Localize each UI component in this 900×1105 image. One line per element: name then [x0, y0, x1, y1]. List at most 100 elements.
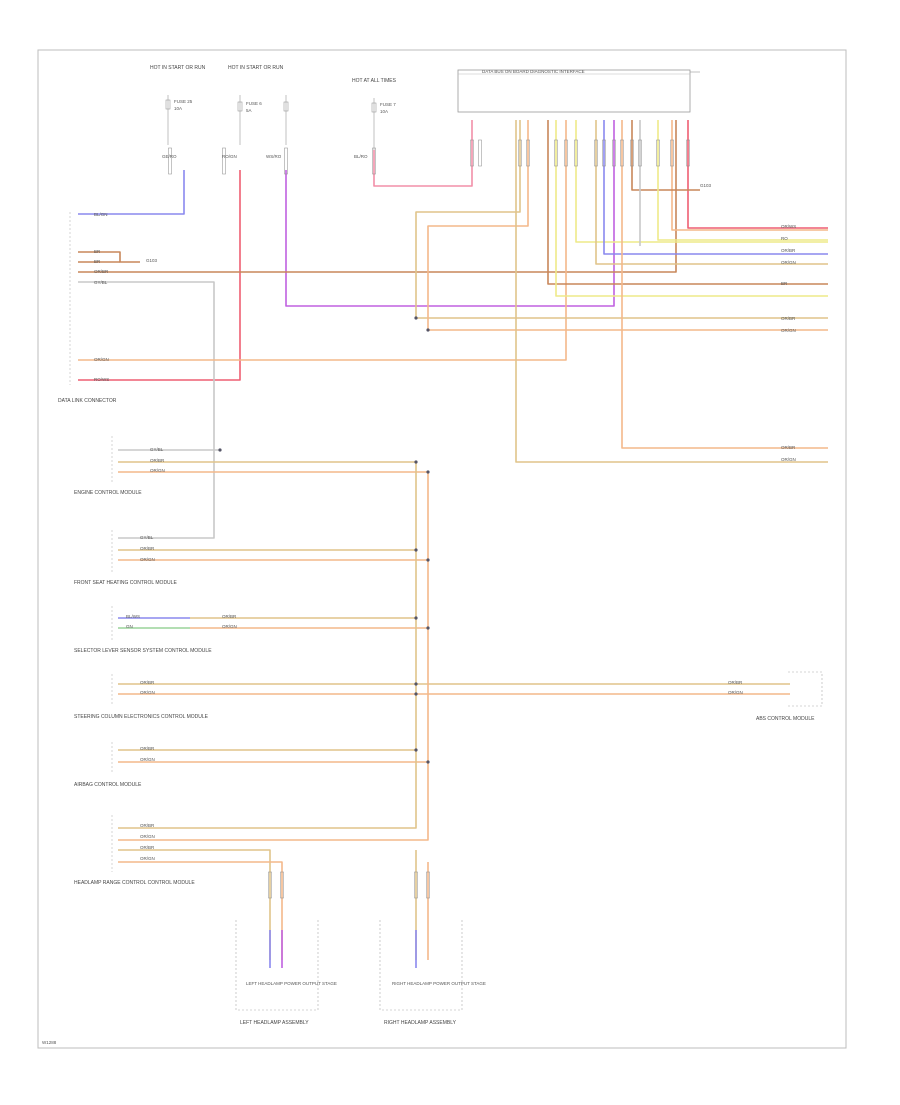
wire-label-gnd-right: G103: [700, 183, 712, 188]
gateway-pin-5: [564, 139, 568, 167]
wire-label-ro-r: RO: [781, 236, 788, 241]
wire-label-or-gn-seat: OR/GN: [140, 557, 155, 562]
right-headlamp-stage-label: RIGHT HEADLAMP POWER OUTPUT STAGE: [392, 981, 486, 986]
junction-dot-12: [218, 448, 222, 452]
wire-labels: BL/GN BR BR OR/BR GY/BL OR/GN RO/WS G103…: [94, 154, 796, 861]
gateway-pin-4: [554, 139, 558, 167]
wire-hl-left-1: [118, 849, 271, 960]
wire-label-or-gn-hl: OR/GN: [140, 834, 155, 839]
gateway-pin-3: [526, 139, 530, 167]
engine-control-module: ENGINE CONTROL MODULE: [74, 436, 142, 496]
fuse-block-2: HOT IN START OR RUN FUSE 6 5A: [228, 65, 289, 145]
wire-or-gn-r3: [515, 120, 828, 463]
fuse-pin-1: [222, 147, 226, 175]
right-hl-pin-0: [414, 871, 418, 899]
fuse-block-1: HOT IN START OR RUN FUSE 25 10A: [150, 65, 206, 145]
junction-dot-6: [414, 616, 418, 620]
wire-label-or-br-ecm: OR/BR: [150, 458, 165, 463]
wire-label-ro-ws: RO/WS: [94, 377, 109, 382]
wire-label-or-ws-r1: OR/WS: [781, 224, 796, 229]
wire-br-r: [547, 120, 828, 285]
wire-gnd-r: [631, 120, 700, 191]
gateway-pin-8: [602, 139, 606, 167]
gateway-pin-6: [574, 139, 578, 167]
wire-label-or-gn-steer: OR/GN: [140, 690, 155, 695]
wire-or-ws-r: [671, 120, 828, 231]
gateway-module: DATA BUS ON BOARD DIAGNOSTIC INTERFACE: [457, 69, 700, 113]
abs-control-module: ABS CONTROL MODULE: [756, 671, 823, 722]
fuse-3-name: FUSE 7: [380, 102, 396, 107]
left-hl-pin-1: [280, 871, 284, 899]
wire-yellow: [575, 120, 828, 243]
gateway-pin-0: [470, 139, 474, 167]
wire-label-br-2: BR: [94, 259, 101, 264]
junction-dot-8: [414, 682, 418, 686]
gateway-pin-10: [620, 139, 624, 167]
wire-blue-r: [603, 120, 828, 255]
left-headlamp-assy-label: LEFT HEADLAMP ASSEMBLY: [240, 1020, 309, 1026]
headlamp-range-label: HEADLAMP RANGE CONTROL CONTROL MODULE: [74, 880, 195, 886]
terminal-markers: [168, 139, 690, 899]
wire-label-or-gn-hl2: OR/GN: [140, 856, 155, 861]
wire-label-or-br-sel: OR/BR: [222, 614, 237, 619]
fuse-2-rating: 5A: [246, 108, 252, 113]
wire-label-or-br-seat: OR/BR: [140, 546, 155, 551]
wire-label-or-br-abs: OR/BR: [728, 680, 743, 685]
abs-module-label: ABS CONTROL MODULE: [756, 716, 815, 722]
gateway-pin-2: [518, 139, 522, 167]
wire-violet: [285, 120, 615, 307]
junction-dot-11: [426, 760, 430, 764]
junction-dot-4: [414, 548, 418, 552]
airbag-control-module: AIRBAG CONTROL MODULE: [74, 742, 142, 788]
selector-lever-label: SELECTOR LEVER SENSOR SYSTEM CONTROL MOD…: [74, 648, 212, 654]
junction-dot-3: [426, 470, 430, 474]
wire-or-br-r3: [621, 120, 828, 449]
wire-label-or-gn-r2: OR/GN: [781, 328, 796, 333]
wire-label-or-br-steer: OR/BR: [140, 680, 155, 685]
wire-label-or-gn-airbag: OR/GN: [140, 757, 155, 762]
wire-label-ro-gn: RO/GN: [222, 154, 237, 159]
wire-label-or-gn-dlc: OR/GN: [94, 357, 109, 362]
wire-or-gn-dlc: [78, 120, 567, 361]
right-headlamp-assy-label: RIGHT HEADLAMP ASSEMBLY: [384, 1020, 457, 1026]
fuse-pin-2: [284, 147, 288, 175]
junction-dot-7: [426, 626, 430, 630]
gateway-pin-1: [478, 139, 482, 167]
right-hl-pin-1: [426, 871, 430, 899]
gateway-pin-14: [670, 139, 674, 167]
wire-label-or-gn-r1: OR/GN: [781, 260, 796, 265]
wire-label-or-br-hl2: OR/BR: [140, 845, 155, 850]
fuse-pin-3: [372, 147, 376, 175]
wire-or-br-dlc: [78, 120, 677, 273]
front-seat-heating-module: FRONT SEAT HEATING CONTROL MODULE: [74, 530, 177, 586]
headlamp-range-module: HEADLAMP RANGE CONTROL CONTROL MODULE: [74, 815, 195, 886]
wire-label-gn-sel: GN: [126, 624, 133, 629]
selector-lever-module: SELECTOR LEVER SENSOR SYSTEM CONTROL MOD…: [74, 606, 212, 654]
wire-hl-or-br: [118, 462, 417, 829]
wire-hl-left-2: [118, 861, 283, 960]
wire-label-bl-gn: BL/GN: [94, 212, 108, 217]
wire-label-or-br-r1: OR/BR: [781, 248, 796, 253]
wire-pink: [373, 120, 473, 187]
airbag-module-label: AIRBAG CONTROL MODULE: [74, 782, 142, 788]
wire-label-or-br-airbag: OR/BR: [140, 746, 155, 751]
junction-dot-9: [414, 692, 418, 696]
fuse-pin-0: [168, 147, 172, 175]
wire-label-br-r: BR: [781, 281, 788, 286]
gateway-pin-9: [612, 139, 616, 167]
wire-bl-gn: [78, 170, 185, 215]
page-id: W1288: [42, 1040, 57, 1045]
wire-label-or-br-r2: OR/BR: [781, 316, 796, 321]
fuse-2-name: FUSE 6: [246, 101, 262, 106]
wire-label-ge-ro: GE/RO: [162, 154, 177, 159]
gateway-module-label: DATA BUS ON BOARD DIAGNOSTIC INTERFACE: [482, 69, 585, 74]
wire-hl-or-gn: [118, 472, 429, 841]
dlc-label: DATA LINK CONNECTOR: [58, 398, 117, 404]
wire-label-or-br-dlc: OR/BR: [94, 269, 109, 274]
wire-yellow-3: [657, 120, 828, 241]
wire-br-1: [78, 251, 140, 263]
wire-label-gy-bl-ecm: GY/BL: [150, 447, 164, 452]
fuse-3-title: HOT AT ALL TIMES: [352, 78, 397, 84]
fuse-1-name: FUSE 25: [174, 99, 193, 104]
